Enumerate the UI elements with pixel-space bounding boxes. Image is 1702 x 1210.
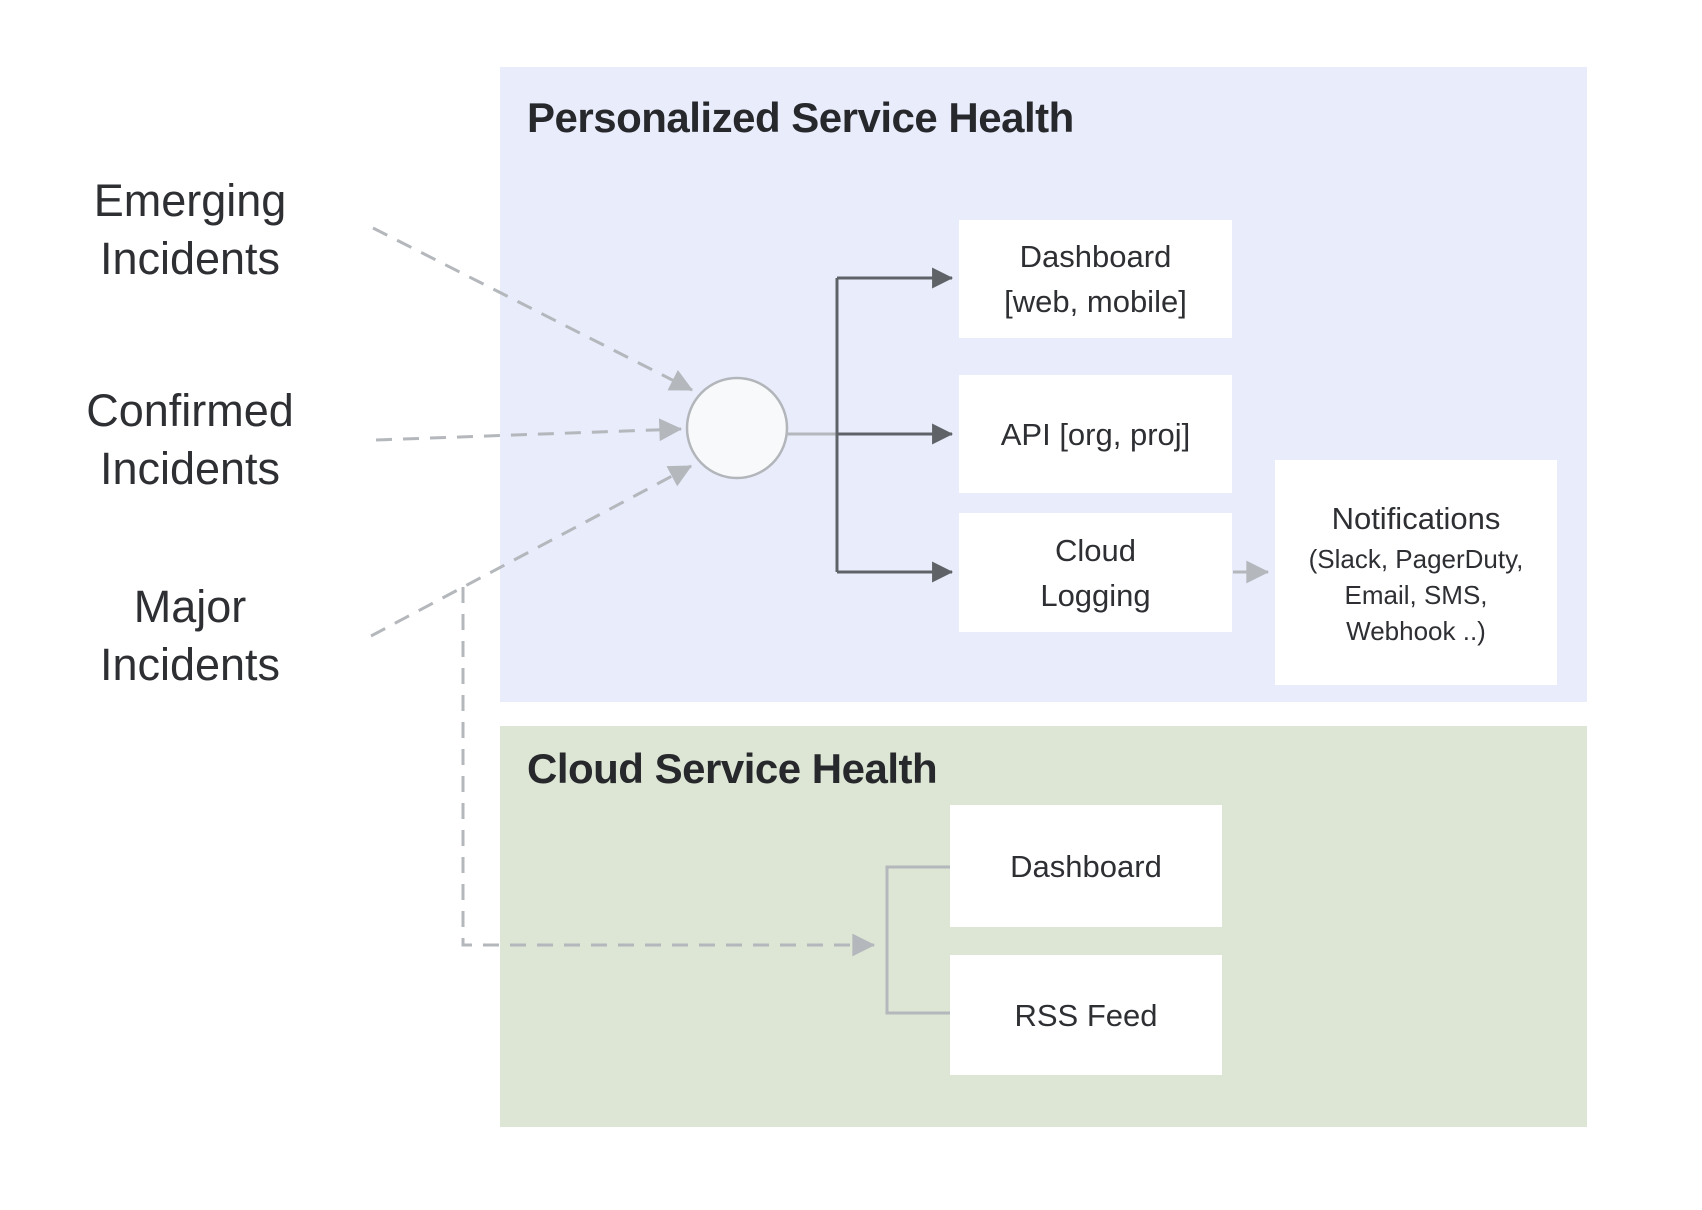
node-cloud-logging: Cloud Logging — [959, 513, 1232, 632]
notifications-subline: Webhook ..) — [1346, 615, 1486, 646]
node-notifications: Notifications (Slack, PagerDuty, Email, … — [1275, 460, 1557, 685]
node-label-line: Dashboard — [1019, 239, 1172, 274]
label-emerging-incidents: Emerging Incidents — [30, 172, 350, 288]
label-line: Incidents — [99, 639, 281, 690]
node-label-line: API [org, proj] — [1000, 416, 1191, 452]
label-line: Major — [133, 581, 247, 632]
node-dashboard-web-mobile: Dashboard [web, mobile] — [959, 220, 1232, 338]
notifications-subline: Email, SMS, — [1344, 579, 1488, 610]
node-rss-feed: RSS Feed — [950, 955, 1222, 1075]
node-dashboard-public: Dashboard — [950, 805, 1222, 927]
wire-emerging-to-node — [372, 226, 694, 392]
notifications-subline: (Slack, PagerDuty, — [1308, 543, 1524, 574]
node-label-line: Logging — [1040, 577, 1151, 613]
node-api: API [org, proj] — [959, 375, 1232, 493]
node-label-line: [web, mobile] — [1004, 284, 1187, 319]
label-major-incidents: Major Incidents — [30, 578, 350, 694]
node-label-line: Dashboard — [1010, 848, 1162, 884]
wire-major-to-node — [370, 464, 693, 638]
node-label-line: RSS Feed — [1014, 997, 1158, 1033]
notifications-title: Notifications — [1331, 500, 1501, 536]
merge-node-circle — [685, 376, 789, 480]
cloud-panel-title: Cloud Service Health — [527, 745, 938, 792]
personalized-panel-title: Personalized Service Health — [527, 94, 1074, 141]
wire-confirmed-to-node — [375, 418, 683, 442]
label-confirmed-incidents: Confirmed Incidents — [30, 382, 350, 498]
label-line: Incidents — [99, 443, 281, 494]
wire-branch-to-cloud-service-health — [461, 587, 876, 957]
bracket-dashboard-rss — [885, 865, 950, 1015]
label-line: Confirmed — [86, 385, 294, 436]
node-label-line: Cloud — [1055, 532, 1136, 568]
label-line: Emerging — [93, 175, 287, 226]
label-line: Incidents — [99, 233, 281, 284]
